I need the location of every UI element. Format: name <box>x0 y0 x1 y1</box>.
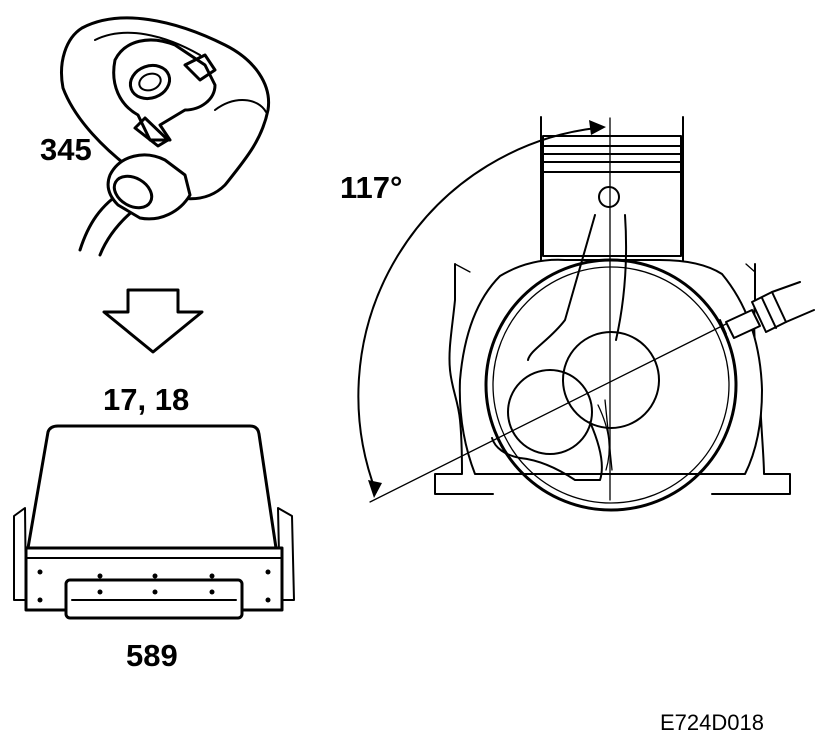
crankcase-notch <box>454 263 756 273</box>
crank-web-edge <box>597 399 613 471</box>
tool-tip <box>719 319 727 335</box>
angle-reference-line <box>369 317 739 503</box>
marking-pin-tool <box>719 281 815 339</box>
ecu-screw <box>152 573 158 579</box>
angle-arc <box>357 127 597 493</box>
sensor-mounting-hole-inner <box>138 72 162 92</box>
position-sensor-drawing <box>60 16 271 257</box>
angle-label: 117° <box>340 170 403 205</box>
arc-arrowhead-top <box>589 120 606 135</box>
sensor-body-edge <box>94 31 201 56</box>
ecu-screw <box>209 589 215 595</box>
crank-circle <box>484 258 738 512</box>
ecu-bracket-left <box>13 507 27 601</box>
crankcase-housing <box>458 258 763 475</box>
ecu-screw <box>152 589 158 595</box>
crank-pin <box>507 369 593 455</box>
sensor-cable-grommet <box>112 174 154 210</box>
sensor-locating-tab <box>183 53 217 82</box>
sensor-reference-label: 345 <box>40 132 92 167</box>
sensor-mounting-hole <box>128 63 172 101</box>
arc-arrowhead-bottom <box>368 480 382 498</box>
connecting-rod <box>527 214 628 361</box>
sensor-end-cap <box>214 99 267 113</box>
crank-main-journal <box>562 331 660 429</box>
sensor-clip <box>133 116 170 148</box>
crank-web <box>491 421 603 481</box>
engine-section-drawing <box>357 116 815 512</box>
ecu-screw <box>97 573 103 579</box>
control-unit-drawing <box>13 424 295 620</box>
ecu-screw <box>265 597 271 603</box>
tool-body <box>725 309 761 339</box>
piston-pin <box>598 186 620 208</box>
tool-shaft <box>761 281 815 329</box>
down-arrow-icon <box>102 288 204 354</box>
ecu-cover <box>26 424 278 550</box>
ecu-screw <box>37 597 43 603</box>
connector-reference-label: 589 <box>126 638 178 673</box>
crankcase-left-edge <box>434 263 494 495</box>
ecu-reference-label: 17, 18 <box>103 382 190 417</box>
ecu-screw <box>265 569 271 575</box>
ecu-screw <box>209 573 215 579</box>
crank-circle-inner <box>492 266 730 504</box>
ecu-screw <box>37 569 43 575</box>
figure-code-label: E724D018 <box>660 710 764 735</box>
ecu-screw <box>97 589 103 595</box>
